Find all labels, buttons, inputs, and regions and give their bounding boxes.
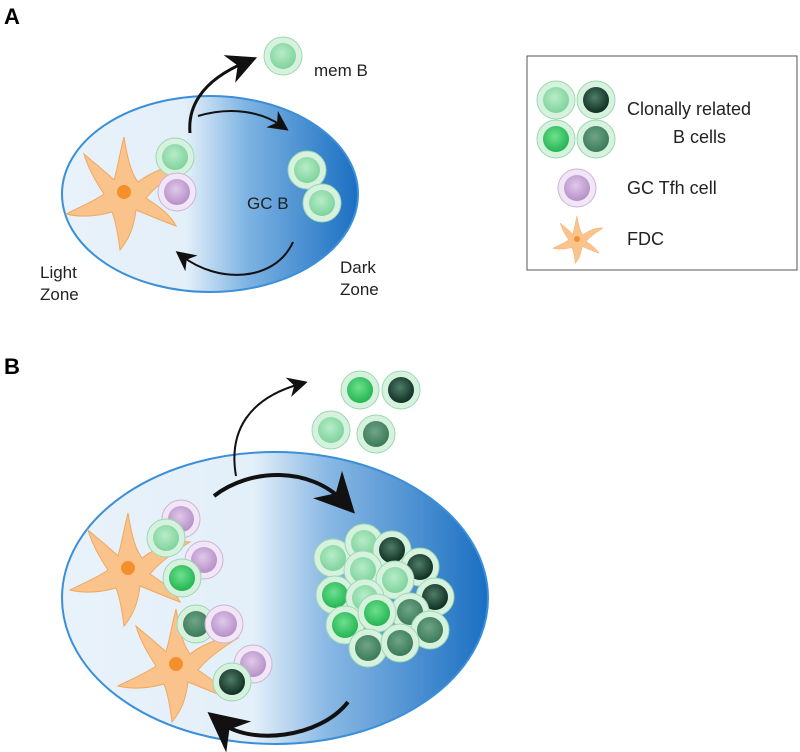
b-cell-a-lz — [155, 137, 195, 177]
panel-b-letter: B — [4, 354, 20, 379]
b-cell-b-lz-2 — [162, 558, 202, 598]
arrow-lz-to-dz-b — [212, 470, 355, 514]
germinal-center-a — [61, 95, 359, 293]
mem-cell-b-4 — [356, 414, 396, 454]
tfh-cell-a — [157, 172, 197, 212]
light-zone-label-line1: Light — [40, 263, 77, 282]
legend-tfh-label: GC Tfh cell — [627, 178, 717, 198]
legend-cell-mid — [576, 119, 616, 159]
b-cell-b-lz-1 — [146, 518, 186, 558]
mem-b-cell-a — [263, 36, 303, 76]
legend-fdc-label: FDC — [627, 229, 664, 249]
arrow-dz-to-lz-b — [207, 700, 350, 752]
legend-cell-dark — [576, 80, 616, 120]
legend-b-cells-line2: B cells — [673, 127, 726, 147]
mem-b-label: mem B — [314, 61, 368, 80]
gc-b-cell-a-2 — [302, 183, 342, 223]
legend-tfh-cell — [557, 168, 597, 208]
tfh-cell-b-3 — [204, 604, 244, 644]
mem-cell-b-2 — [381, 370, 421, 410]
arrow-dz-to-lz-a — [175, 241, 294, 276]
panel-a-letter: A — [4, 4, 20, 29]
arrow-to-mem-b-a — [188, 55, 258, 134]
mem-cell-b-1 — [340, 370, 380, 410]
legend-cell-light — [536, 80, 576, 120]
gc-b-label: GC B — [247, 194, 289, 213]
arrow-to-mem-b-b — [233, 377, 308, 477]
legend-cell-bright — [536, 119, 576, 159]
gc-b-cell-a-1 — [287, 150, 327, 190]
b-cell-b-lz-4 — [212, 662, 252, 702]
arrow-lz-to-dz-a — [197, 110, 289, 131]
mem-cell-b-3 — [311, 410, 351, 450]
dark-zone-label-line1: Dark — [340, 258, 376, 277]
dark-zone-label-line2: Zone — [340, 280, 379, 299]
light-zone-label-line2: Zone — [40, 285, 79, 304]
legend-b-cells-line1: Clonally related — [627, 99, 751, 119]
dz-cell — [380, 623, 420, 663]
